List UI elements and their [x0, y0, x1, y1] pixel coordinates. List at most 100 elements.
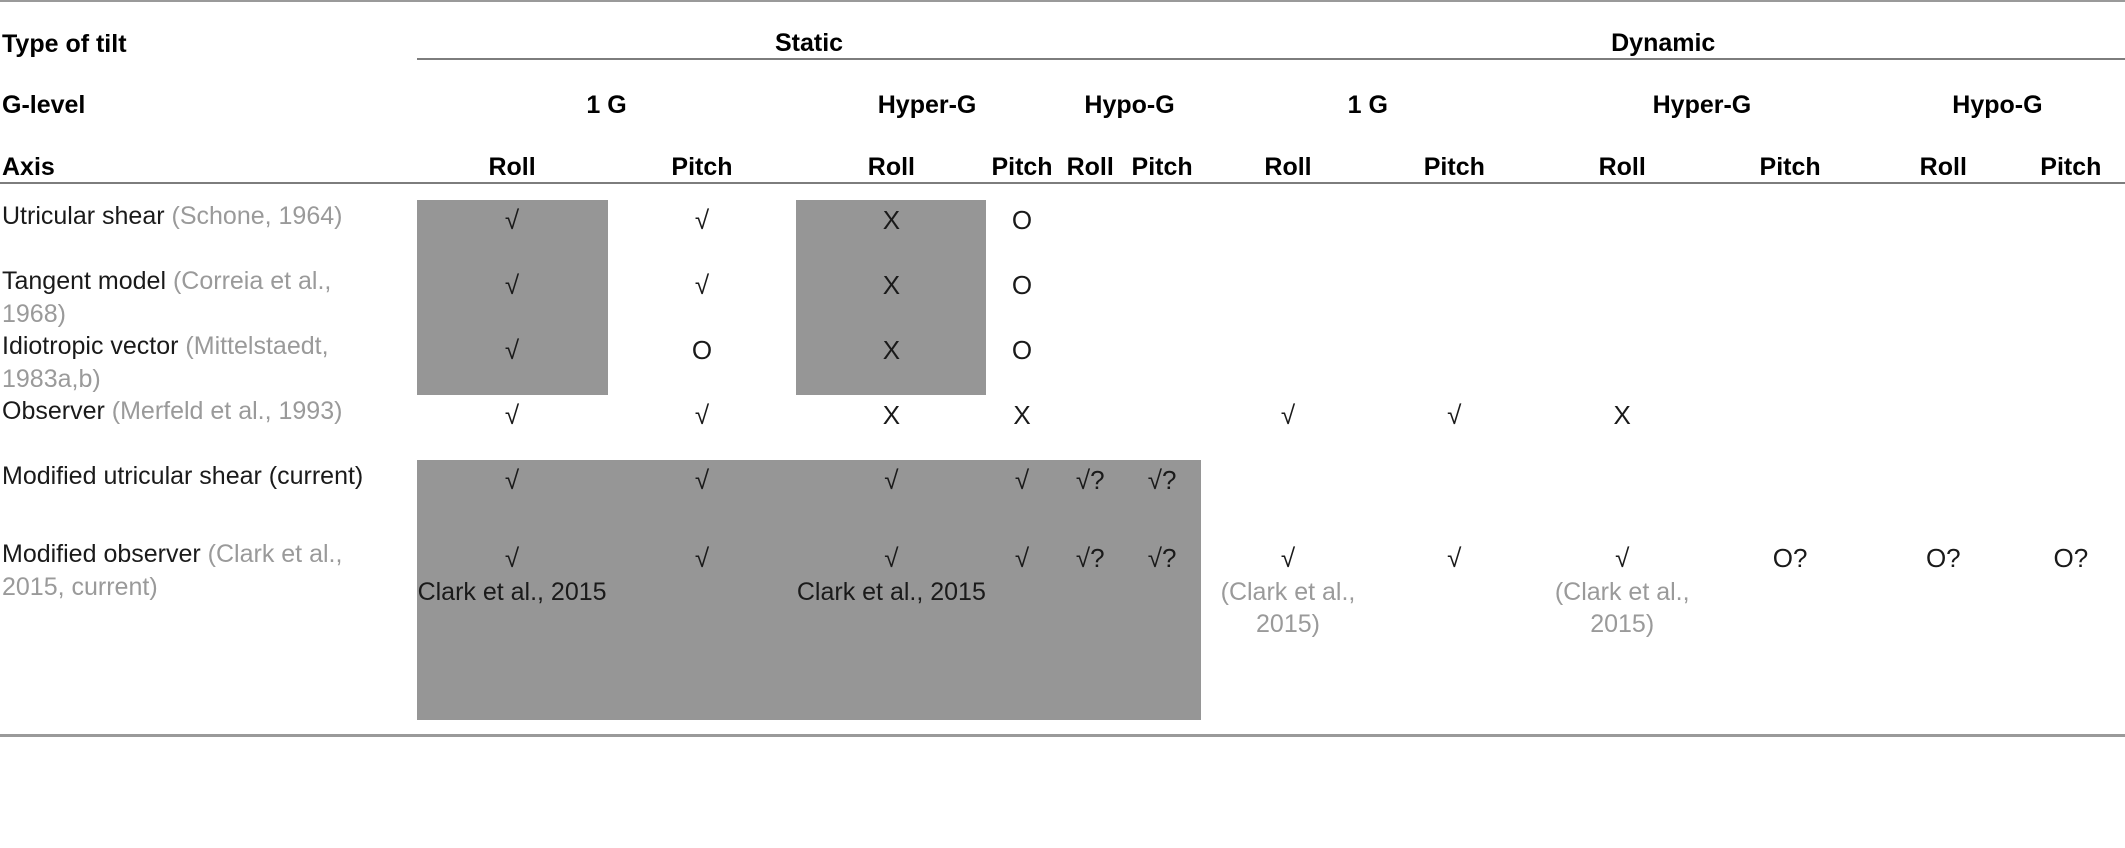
cell-4-3: √ — [986, 460, 1058, 538]
cell-4-4: √? — [1057, 460, 1123, 538]
cell-4-9 — [1710, 460, 1869, 538]
header-type-of-tilt: Type of tilt — [0, 0, 417, 59]
cell-subcaption: Clark et al., 2015 — [796, 578, 986, 607]
cell-5-4: √? — [1057, 538, 1123, 720]
cell-5-7: √ — [1375, 538, 1534, 720]
row-model-name: Modified observer — [2, 540, 201, 568]
cell-mark: O — [1011, 270, 1033, 300]
cell-4-0: √ — [416, 460, 608, 538]
cell-0-8 — [1534, 200, 1710, 265]
cell-3-7: √ — [1375, 395, 1534, 460]
header-row-g-level: G-level 1 G Hyper-G Hypo-G 1 G Hyper-G H… — [0, 59, 2125, 120]
cell-mark: O — [691, 335, 713, 365]
cell-1-4 — [1058, 265, 1123, 330]
cell-5-6: √(Clark et al., 2015) — [1201, 538, 1374, 720]
row-label: Tangent model (Correia et al., 1968) — [0, 265, 417, 330]
cell-4-2: √ — [796, 460, 987, 538]
header-group-static: Static — [416, 0, 1202, 60]
table-header: Type of tilt Static Dynamic G-level 1 G … — [0, 0, 2125, 184]
cell-mark: √ — [694, 543, 710, 573]
header-group-dynamic: Dynamic — [1201, 0, 2125, 60]
row-model-name: Tangent model — [2, 267, 167, 295]
cell-5-5: √? — [1122, 538, 1202, 720]
cell-5-10: O? — [1870, 538, 2017, 720]
row-label: Modified utricular shear (current) — [0, 460, 417, 538]
header-static-hypo-g: Hypo-G — [1084, 91, 1175, 119]
cell-1-6 — [1201, 265, 1374, 330]
cell-0-5 — [1123, 200, 1202, 265]
header-static-1g: 1 G — [586, 91, 627, 119]
header-axis-static-hyper-roll: Roll — [796, 120, 987, 184]
cell-5-1: √ — [607, 538, 797, 720]
cell-0-1: √ — [608, 200, 797, 265]
cell-subcaption: Clark et al., 2015 — [417, 578, 607, 607]
header-axis-static-hyper-pitch: Pitch — [986, 120, 1058, 184]
header-dynamic-hypo-g: Hypo-G — [1952, 91, 2043, 119]
header-axis-dynamic-1g-roll: Roll — [1201, 120, 1375, 184]
cell-mark: √ — [1615, 543, 1630, 573]
cell-2-4 — [1058, 330, 1123, 395]
cell-1-7 — [1375, 265, 1534, 330]
header-axis-dynamic-hypo-pitch: Pitch — [2016, 120, 2125, 184]
cell-4-8 — [1534, 460, 1710, 538]
cell-mark: √ — [694, 400, 710, 430]
table-footer — [0, 720, 2125, 737]
cell-3-6: √ — [1201, 395, 1374, 460]
header-axis-static-1g-pitch: Pitch — [607, 120, 797, 184]
cell-mark: O — [1011, 335, 1033, 365]
header-spacer — [0, 183, 2125, 200]
cell-mark: √? — [1147, 543, 1177, 573]
header-axis-static-1g-roll: Roll — [416, 120, 608, 184]
cell-mark: √ — [694, 270, 710, 300]
cell-mark: O — [1011, 205, 1033, 235]
cell-1-9 — [1710, 265, 1869, 330]
cell-1-10 — [1870, 265, 2017, 330]
cell-mark: √? — [1075, 543, 1105, 573]
header-axis: Axis — [0, 120, 417, 184]
cell-5-3: √ — [986, 538, 1058, 720]
cell-0-9 — [1710, 200, 1869, 265]
cell-2-3: O — [986, 330, 1057, 395]
cell-mark: √ — [1447, 543, 1462, 573]
cell-mark: √ — [694, 465, 710, 495]
cell-2-0: √ — [416, 330, 608, 395]
cell-3-8: X — [1534, 395, 1710, 460]
header-axis-dynamic-hypo-roll: Roll — [1869, 120, 2017, 184]
cell-4-6 — [1201, 460, 1374, 538]
cell-4-5: √? — [1122, 460, 1202, 538]
cell-4-1: √ — [607, 460, 797, 538]
header-dynamic-hyper-g: Hyper-G — [1652, 91, 1752, 119]
cell-mark: X — [882, 270, 901, 300]
cell-mark: √ — [504, 205, 520, 235]
cell-1-3: O — [986, 265, 1057, 330]
row-model-name: Idiotropic vector — [2, 332, 179, 360]
cell-0-7 — [1375, 200, 1534, 265]
cell-subcaption: (Clark et al., 2015) — [1554, 578, 1690, 638]
cell-0-11 — [2017, 200, 2125, 265]
table-row: Modified utricular shear (current)√√√√√?… — [0, 460, 2125, 538]
cell-mark: O? — [2053, 543, 2089, 573]
table-row: Idiotropic vector (Mittelstaedt, 1983a,b… — [0, 330, 2125, 395]
row-citation: (Merfeld et al., 1993) — [111, 397, 343, 425]
cell-mark: √ — [884, 543, 899, 573]
header-static-hyper-g: Hyper-G — [877, 91, 977, 119]
row-citation: (Mittelstaedt, 1983a,b) — [2, 332, 329, 393]
cell-3-11 — [2017, 395, 2125, 460]
cell-mark: √ — [1014, 543, 1030, 573]
cell-3-10 — [1870, 395, 2017, 460]
table-row: Modified observer (Clark et al., 2015, c… — [0, 538, 2125, 720]
cell-mark: √ — [504, 270, 520, 300]
cell-subcaption: (Clark et al., 2015) — [1220, 578, 1356, 638]
cell-2-8 — [1534, 330, 1710, 395]
cell-mark: √ — [694, 205, 710, 235]
cell-2-1: O — [608, 330, 797, 395]
header-axis-dynamic-1g-pitch: Pitch — [1374, 120, 1535, 184]
header-dynamic-1g: 1 G — [1347, 91, 1388, 119]
cell-4-10 — [1870, 460, 2017, 538]
cell-3-2: X — [796, 395, 986, 460]
cell-0-0: √ — [416, 200, 608, 265]
row-model-name: Modified utricular shear (current) — [2, 462, 364, 490]
row-label: Observer (Merfeld et al., 1993) — [0, 395, 417, 460]
